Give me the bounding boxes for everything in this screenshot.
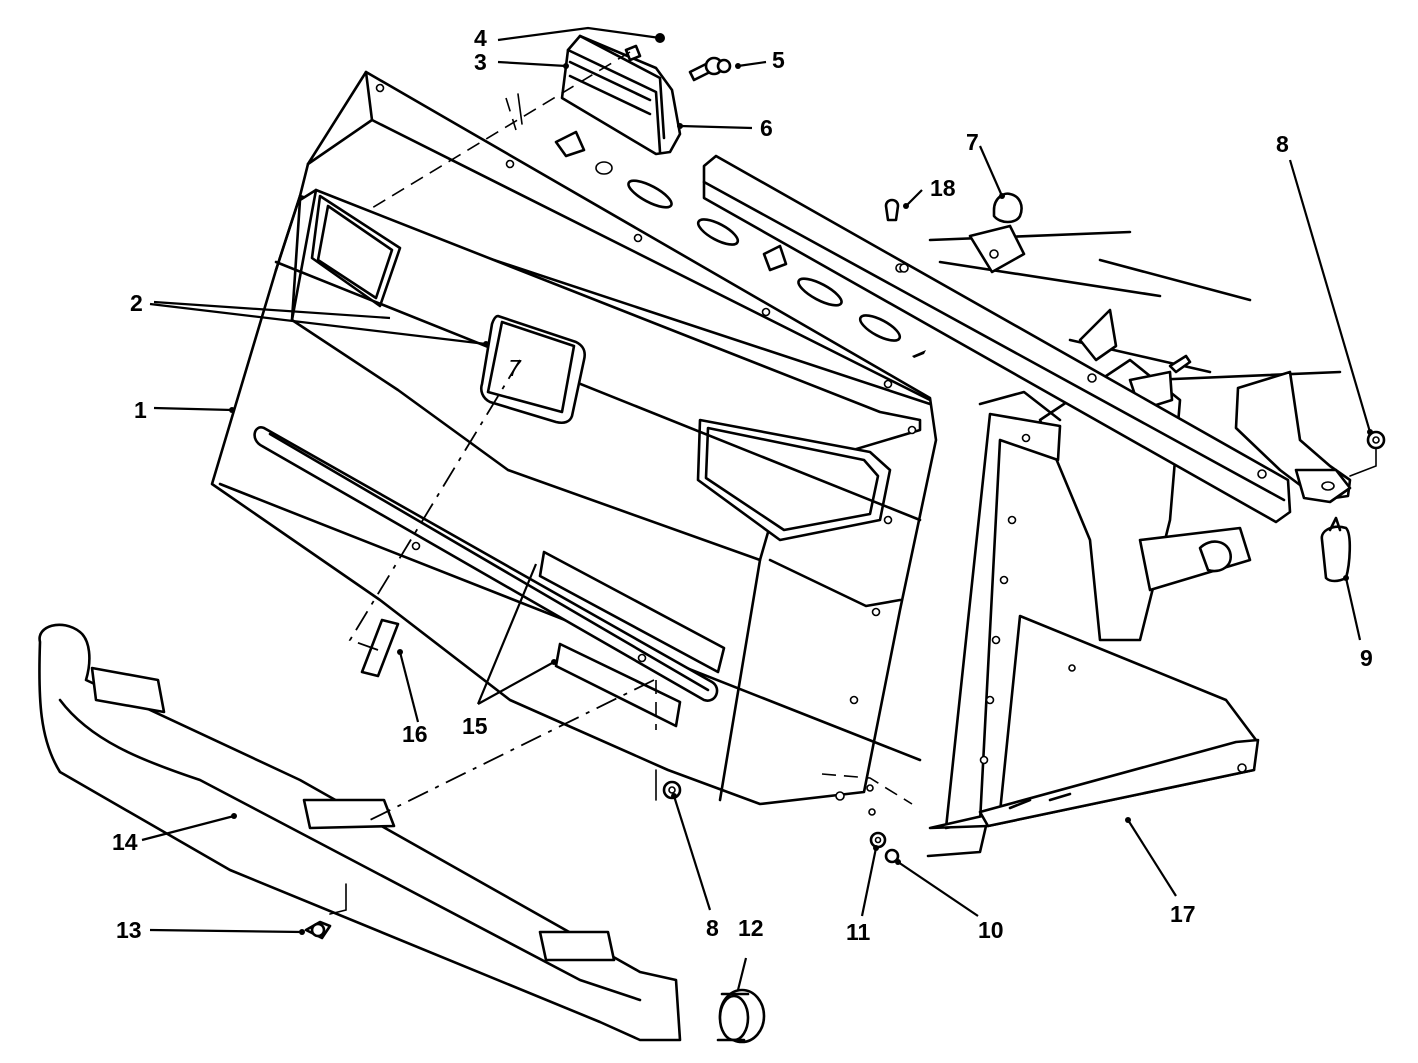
leader-lines [141, 26, 1373, 991]
rubber-bumper-9 [1320, 516, 1352, 583]
bumper [38, 623, 682, 1042]
callout-5: 5 [772, 47, 785, 73]
callout-18: 18 [930, 175, 956, 201]
callout-8-upper: 8 [1276, 131, 1289, 157]
callout-2: 2 [130, 290, 143, 316]
callout-17: 17 [1170, 901, 1196, 927]
clip-18 [884, 198, 909, 273]
bolt-5 [688, 56, 732, 82]
callout-11: 11 [846, 919, 871, 945]
callout-15: 15 [462, 713, 488, 739]
bolt-13 [304, 920, 332, 940]
callout-8-lower: 8 [706, 915, 719, 941]
hood [210, 70, 938, 816]
callout-9: 9 [1360, 645, 1373, 671]
decals [360, 550, 726, 728]
callout-16: 16 [402, 721, 428, 747]
callout-4: 4 [474, 25, 487, 51]
bumper-stop-7 [992, 192, 1023, 224]
callout-12: 12 [738, 915, 764, 941]
callout-13: 13 [116, 917, 142, 943]
callout-6: 6 [760, 115, 773, 141]
assembly-lines [329, 51, 1377, 915]
callout-3: 3 [474, 49, 487, 75]
washer-11 [869, 831, 887, 849]
end-cap-12 [716, 988, 766, 1044]
screw-10 [884, 848, 900, 864]
callout-labels: 1 2 3 4 5 6 7 8 8 9 10 11 12 13 14 15 16… [112, 25, 1373, 945]
nut-8-upper [1366, 430, 1386, 450]
callout-7: 7 [966, 129, 979, 155]
callout-1: 1 [134, 397, 147, 423]
callout-14: 14 [112, 829, 138, 855]
headlight [560, 34, 682, 156]
rear-frame-assembly [702, 154, 1352, 858]
callout-10: 10 [978, 917, 1004, 943]
